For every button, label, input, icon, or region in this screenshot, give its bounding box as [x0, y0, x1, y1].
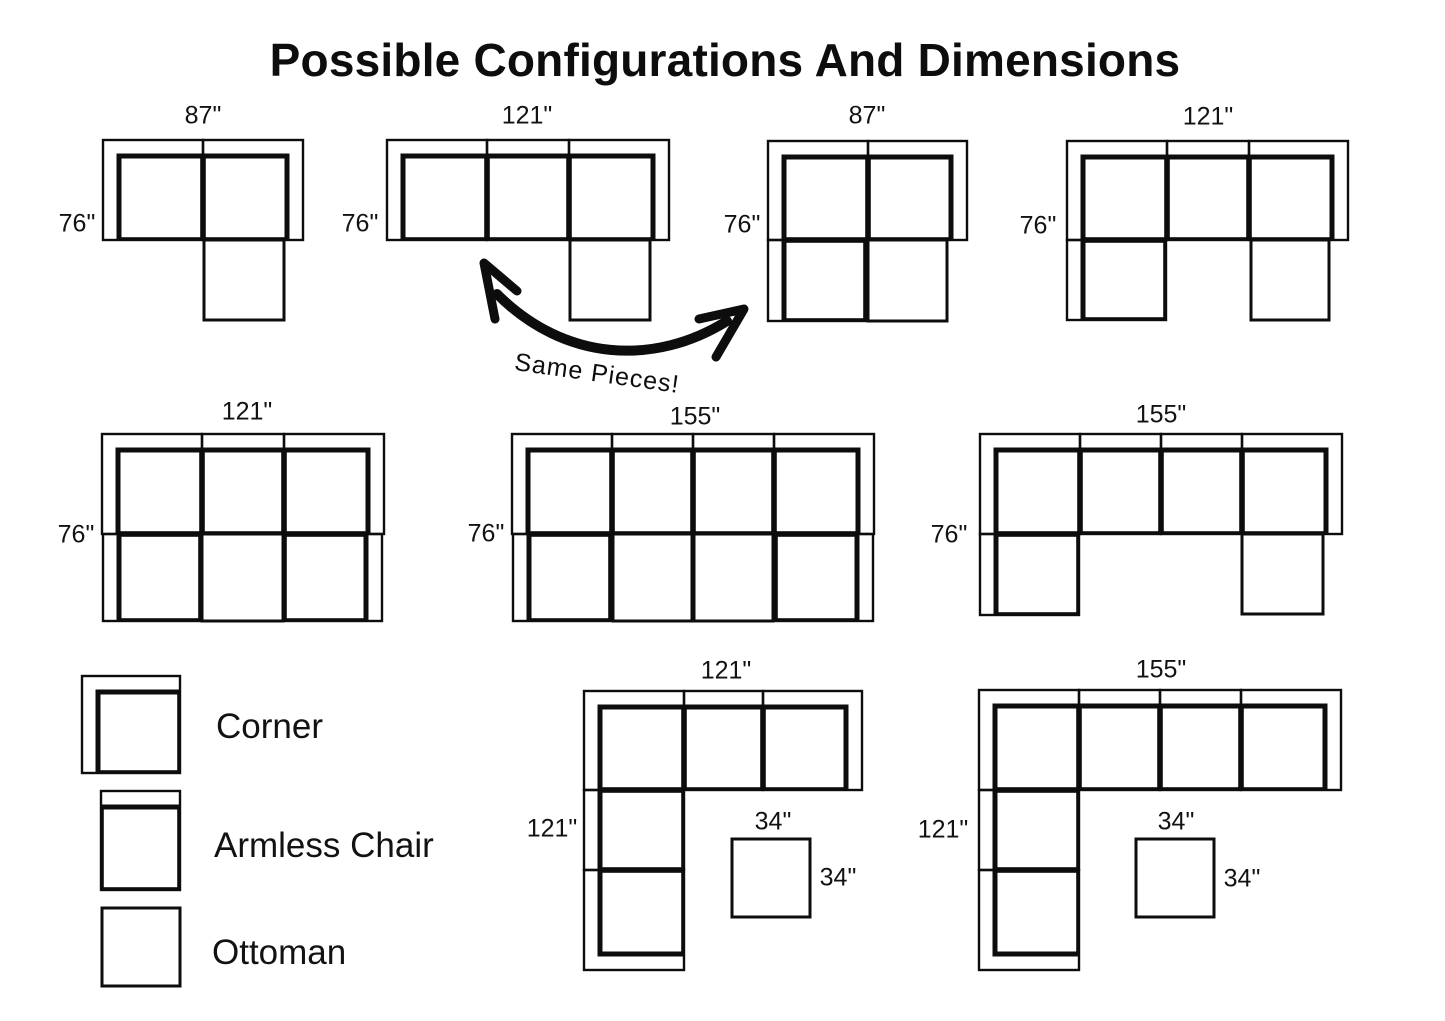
config-121-double-chaise [1065, 139, 1350, 322]
armless-piece [1077, 688, 1162, 792]
armless-piece [511, 532, 613, 623]
corner-piece [866, 139, 969, 242]
corner-piece [978, 432, 1082, 536]
armless-piece [978, 532, 1081, 617]
config2-depth-label: 76" [341, 209, 379, 238]
ottoman-piece [692, 532, 775, 623]
corner-piece [567, 138, 671, 242]
armless-piece [691, 432, 776, 536]
config9-ottoman-w-label: 34" [1157, 807, 1195, 836]
config9-width-label: 155" [1135, 655, 1187, 684]
armless-piece [1158, 688, 1243, 792]
corner-piece [80, 674, 182, 775]
same-pieces-arrow [479, 258, 749, 362]
config6-width-label: 155" [669, 402, 721, 431]
ottoman-piece [611, 532, 694, 623]
corner-piece [1240, 432, 1344, 536]
config6-depth-label: 76" [467, 519, 505, 548]
corner-piece [772, 432, 876, 536]
armless-piece [1159, 432, 1244, 536]
armless-piece [101, 532, 203, 623]
ottoman-piece [202, 238, 286, 322]
corner-piece [510, 432, 614, 536]
config-121-full-block [100, 432, 386, 623]
corner-piece [100, 432, 204, 536]
config-155-l-shape [977, 688, 1343, 972]
armless-piece [1078, 432, 1163, 536]
config9-ottoman-h-label: 34" [1223, 864, 1261, 893]
config-155-full-block [510, 432, 876, 623]
armless-piece [766, 238, 868, 323]
corner-piece [761, 689, 864, 792]
ottoman-piece [866, 238, 949, 323]
ottoman-piece [1134, 837, 1216, 919]
corner-piece [282, 432, 386, 536]
config4-width-label: 121" [1182, 102, 1234, 131]
legend-label-armless-chair: Armless Chair [214, 826, 434, 865]
config8-leg-label: 121" [526, 814, 578, 843]
ottoman-piece [568, 238, 652, 322]
corner-piece [101, 138, 205, 242]
config5-depth-label: 76" [57, 520, 95, 549]
config5-width-label: 121" [221, 397, 273, 426]
armless-piece [1165, 139, 1251, 242]
corner-piece [201, 138, 305, 242]
config8-width-label: 121" [700, 656, 752, 685]
config1-depth-label: 76" [58, 209, 96, 238]
corner-piece [1065, 139, 1169, 242]
legend-label-ottoman: Ottoman [212, 933, 347, 972]
config-121-l-shape [582, 689, 864, 972]
config9-leg-label: 121" [917, 815, 969, 844]
armless-piece [773, 532, 875, 623]
config7-width-label: 155" [1135, 400, 1187, 429]
ottoman-piece [200, 532, 285, 623]
corner-piece [977, 688, 1081, 792]
ottoman-piece [100, 906, 182, 988]
corner-piece [766, 139, 870, 242]
config3-width-label: 87" [848, 101, 886, 130]
config-155-double-chaise [978, 432, 1344, 617]
legend-label-corner: Corner [216, 707, 323, 746]
armless-piece [1065, 238, 1168, 322]
corner-piece [582, 868, 686, 972]
config-121-sofa-chaise [385, 138, 671, 322]
legend-pieces [80, 674, 182, 988]
config3-depth-label: 76" [723, 210, 761, 239]
config-87-square [766, 139, 969, 323]
corner-piece [1239, 688, 1343, 792]
corner-piece [977, 868, 1081, 972]
armless-piece [977, 788, 1081, 872]
config-87-sofa-chaise [101, 138, 305, 322]
armless-piece [610, 432, 695, 536]
corner-piece [385, 138, 489, 242]
armless-piece [99, 789, 182, 892]
config8-ottoman-h-label: 34" [819, 863, 857, 892]
config4-depth-label: 76" [1019, 211, 1057, 240]
armless-piece [582, 788, 686, 872]
page-title: Possible Configurations And Dimensions [269, 34, 1181, 86]
armless-piece [682, 689, 765, 792]
corner-piece [1247, 139, 1350, 242]
ottoman-piece [1240, 532, 1325, 616]
armless-piece [200, 432, 286, 536]
config7-depth-label: 76" [930, 520, 968, 549]
config8-ottoman-w-label: 34" [754, 807, 792, 836]
armless-piece [485, 138, 571, 242]
config2-width-label: 121" [501, 101, 553, 130]
ottoman-piece [730, 837, 812, 919]
armless-piece [282, 532, 384, 623]
corner-piece [582, 689, 686, 792]
ottoman-piece [1249, 238, 1331, 322]
config1-width-label: 87" [184, 101, 222, 130]
